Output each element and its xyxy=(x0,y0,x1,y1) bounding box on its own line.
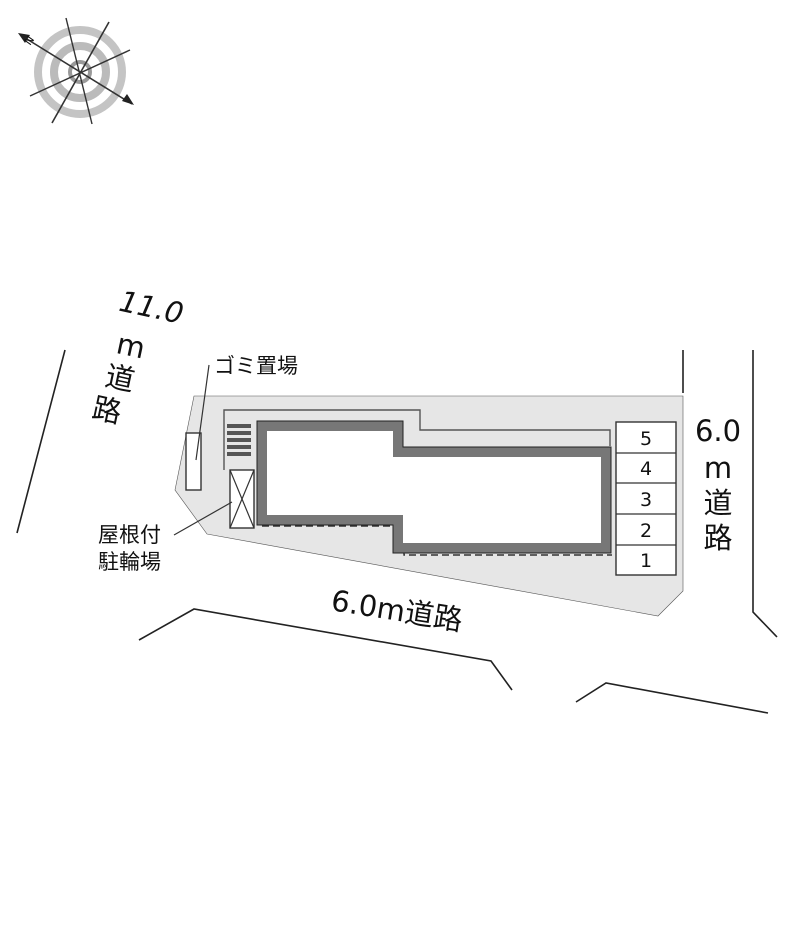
road-lines xyxy=(16,349,778,714)
garbage-area-icon xyxy=(227,424,251,456)
parking-slot-label: 3 xyxy=(640,489,652,511)
parking-slot-label: 5 xyxy=(640,428,652,450)
bike-parking-label-line2: 駐輪場 xyxy=(98,550,161,574)
bicycle-parking xyxy=(229,469,255,529)
lot-inner-outline xyxy=(223,409,611,470)
building-footprint xyxy=(257,421,611,553)
east-road-label: 6.0 m 道 路 xyxy=(695,414,741,555)
west-road-unit: m xyxy=(114,326,149,365)
west-road-label: 11.0 m 道 路 xyxy=(89,284,186,430)
east-road-width: 6.0 xyxy=(695,414,741,448)
garbage-leader-line xyxy=(195,364,210,461)
bike-parking-label-line1: 屋根付 xyxy=(98,523,161,547)
building-footprint-edge xyxy=(256,420,612,554)
west-road-char: 道 xyxy=(102,359,137,398)
parking-slot-label: 1 xyxy=(640,550,652,572)
west-road-char: 路 xyxy=(89,391,124,430)
garbage-area-label: ゴミ置場 xyxy=(214,354,298,378)
east-road-char: 道 xyxy=(703,486,732,520)
parking-slot-label: 4 xyxy=(640,458,652,480)
parking-slot-label: 2 xyxy=(640,520,652,542)
south-road-label: 6.0m道路 xyxy=(329,583,465,637)
compass-north-icon: N xyxy=(18,17,134,125)
east-road-unit: m xyxy=(704,451,732,485)
compass-north-letter: N xyxy=(22,34,37,48)
parking-area: 5 4 3 2 1 xyxy=(615,421,677,576)
bike-leader-line xyxy=(173,501,233,536)
west-road-width: 11.0 xyxy=(116,284,186,331)
east-road-char: 路 xyxy=(703,521,732,555)
